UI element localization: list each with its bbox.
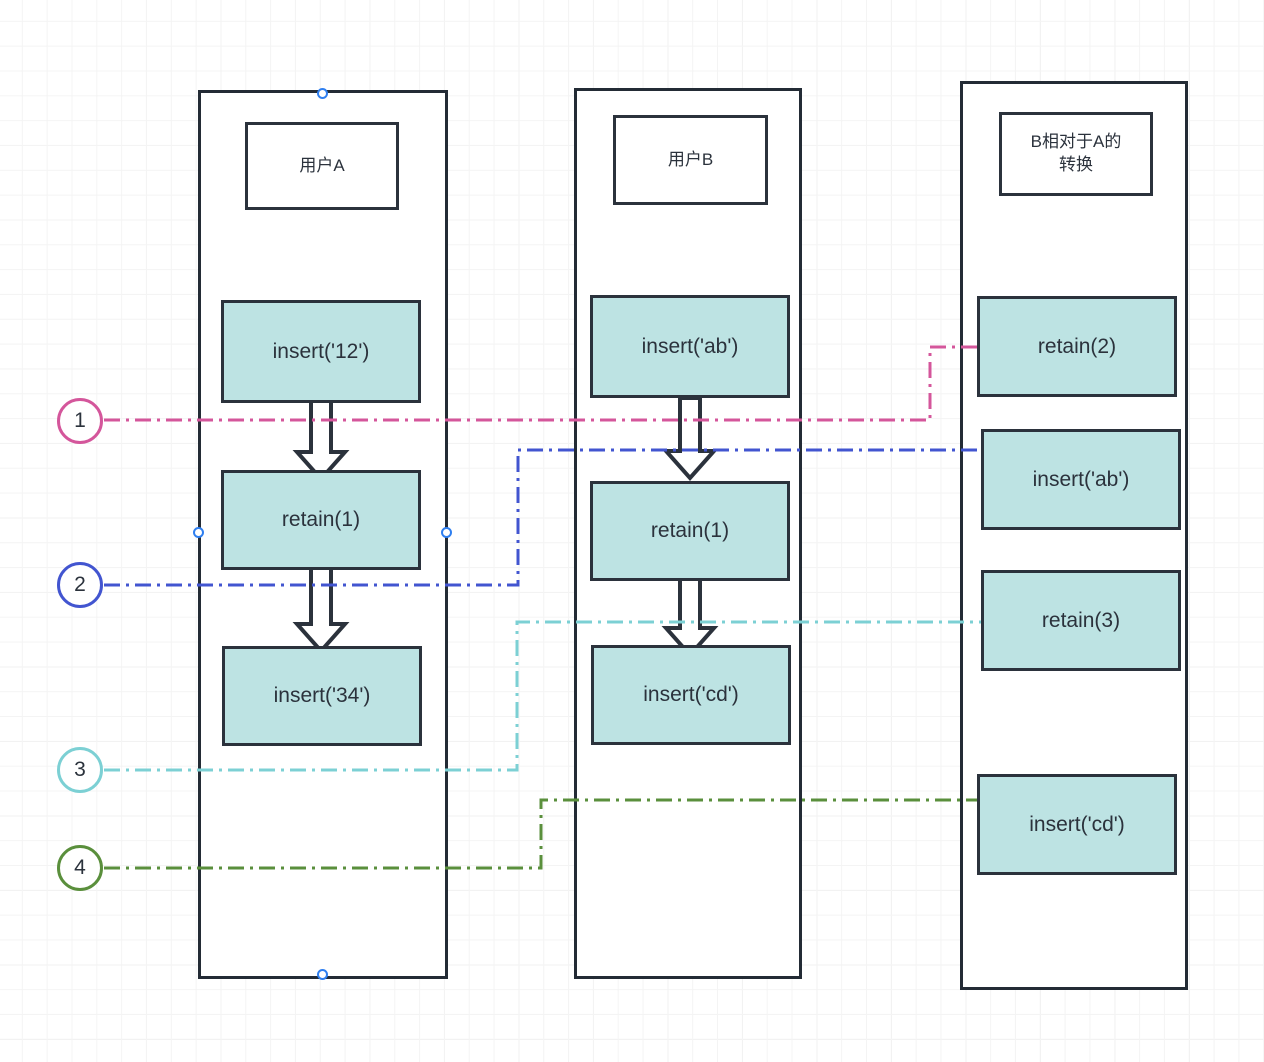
op-box-b-retain-1[interactable]: retain(1) xyxy=(590,481,790,581)
selection-handle-left[interactable] xyxy=(193,527,204,538)
op-label: retain(2) xyxy=(1037,334,1117,358)
lane-header-transform-label-line2: 转换 xyxy=(1059,155,1093,174)
op-label: insert('cd') xyxy=(1029,812,1125,836)
block-arrow-b1 xyxy=(661,396,719,482)
lane-header-user-b[interactable]: 用户B xyxy=(613,115,768,205)
op-box-b-insert-cd[interactable]: insert('cd') xyxy=(591,645,791,745)
block-arrow-b2 xyxy=(661,576,719,659)
selection-handle-right[interactable] xyxy=(441,527,452,538)
block-arrow-a2 xyxy=(292,563,350,655)
lane-header-user-b-label: 用户B xyxy=(667,149,714,169)
op-label: insert('cd') xyxy=(643,683,739,706)
lane-header-user-a-label: 用户A xyxy=(299,155,345,175)
op-label: retain(1) xyxy=(650,519,730,542)
op-box-b-insert-ab[interactable]: insert('ab') xyxy=(590,295,790,398)
step-marker-4-label: 4 xyxy=(74,856,86,879)
step-marker-2-label: 2 xyxy=(74,573,86,596)
op-box-a-retain-1[interactable]: retain(1) xyxy=(221,470,421,570)
op-box-t-insert-ab[interactable]: insert('ab') xyxy=(981,429,1181,530)
block-arrow-a1 xyxy=(292,395,350,483)
route-line-4[interactable] xyxy=(104,798,977,870)
selection-handle-bottom[interactable] xyxy=(317,969,328,980)
op-box-t-retain-3[interactable]: retain(3) xyxy=(981,570,1181,671)
op-label: retain(3) xyxy=(1041,608,1121,632)
step-marker-4[interactable]: 4 xyxy=(57,845,103,891)
lane-header-transform[interactable]: B相对于A的 转换 xyxy=(999,112,1153,196)
op-label: insert('12') xyxy=(272,339,370,363)
selection-handle-top[interactable] xyxy=(317,88,328,99)
lane-header-transform-label-line1: B相对于A的 xyxy=(1030,132,1122,152)
op-label: insert('34') xyxy=(273,684,371,707)
op-label: insert('ab') xyxy=(641,334,739,358)
op-box-a-insert-12[interactable]: insert('12') xyxy=(221,300,421,403)
op-label: insert('ab') xyxy=(1032,467,1130,491)
step-marker-1-label: 1 xyxy=(74,409,86,432)
step-marker-1[interactable]: 1 xyxy=(57,398,103,444)
step-marker-3-label: 3 xyxy=(74,758,86,781)
op-box-t-insert-cd[interactable]: insert('cd') xyxy=(977,774,1177,875)
op-box-a-insert-34[interactable]: insert('34') xyxy=(222,646,422,746)
lane-header-user-a[interactable]: 用户A xyxy=(245,122,399,210)
op-box-t-retain-2[interactable]: retain(2) xyxy=(977,296,1177,397)
step-marker-2[interactable]: 2 xyxy=(57,562,103,608)
step-marker-3[interactable]: 3 xyxy=(57,747,103,793)
op-label: retain(1) xyxy=(281,508,361,531)
